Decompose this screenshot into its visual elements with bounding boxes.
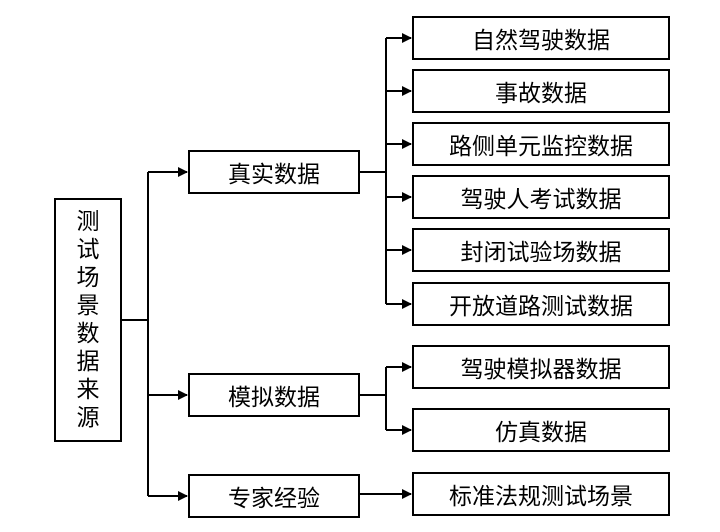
root-node: 测 试 场 景 数 据 来 源	[54, 198, 122, 442]
leaf-driver-exam-data: 驾驶人考试数据	[412, 175, 670, 219]
category-simulated-data: 模拟数据	[188, 373, 360, 417]
root-char: 试	[76, 237, 100, 263]
root-char: 场	[76, 265, 100, 291]
root-char: 来	[76, 377, 100, 403]
category-expert-experience: 专家经验	[188, 474, 360, 518]
leaf-simulation-data: 仿真数据	[412, 408, 670, 452]
root-char: 数	[76, 321, 100, 347]
leaf-driving-simulator-data: 驾驶模拟器数据	[412, 345, 670, 389]
root-char: 景	[76, 293, 100, 319]
category-real-data: 真实数据	[188, 150, 360, 194]
root-char: 源	[76, 405, 100, 431]
leaf-closed-test-site-data: 封闭试验场数据	[412, 228, 670, 272]
leaf-accident-data: 事故数据	[412, 69, 670, 113]
leaf-roadside-unit-data: 路侧单元监控数据	[412, 122, 670, 166]
leaf-standards-regulation-scenarios: 标准法规测试场景	[412, 472, 670, 516]
leaf-naturalistic-driving-data: 自然驾驶数据	[412, 16, 670, 60]
root-char: 测	[76, 209, 100, 235]
root-char: 据	[76, 349, 100, 375]
leaf-open-road-test-data: 开放道路测试数据	[412, 282, 670, 326]
